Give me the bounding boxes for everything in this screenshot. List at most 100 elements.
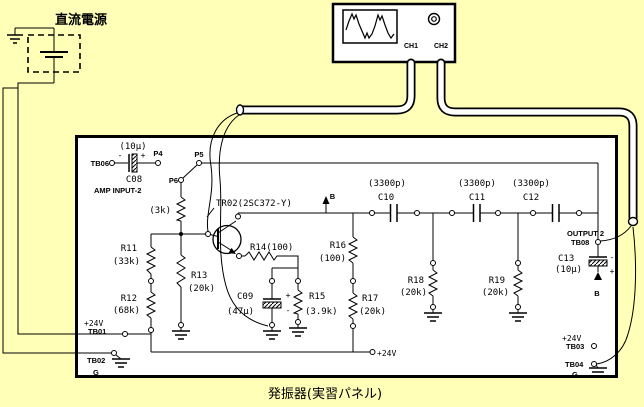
ch2-probe-tip[interactable] [627, 216, 639, 227]
knob-icon[interactable] [427, 12, 441, 26]
node-r12-bottom [148, 327, 154, 333]
ch2-probe-ground-lead [596, 226, 637, 365]
terminal-tb08[interactable] [595, 239, 601, 245]
c09-minus-sign: - [286, 306, 291, 315]
capacitor-c10: (3300p) C10 [368, 179, 406, 222]
earth-ground-icon [7, 28, 23, 44]
dc-power-supply: 直流電源 [7, 12, 107, 83]
terminal-c12-right[interactable] [576, 210, 582, 216]
ground-icon-c09 [263, 327, 281, 340]
battery-icon [40, 28, 68, 83]
c09-label: C09 [237, 292, 253, 302]
terminal-tb01-label: TB01 [88, 327, 106, 336]
supply-dashed-box [27, 34, 81, 73]
input-section: TB06 (10μ) - + C08 P4 AMP INPUT-2 P5 P6 … [91, 142, 599, 240]
c08-value-label: (10μ) [119, 142, 146, 152]
resistor-r12: R12 (68k) [113, 283, 157, 352]
node-r15-bottom [295, 319, 301, 325]
node-r11-r12 [148, 278, 154, 284]
c09-plus-sign: + [286, 291, 291, 300]
terminal-tb06[interactable] [109, 160, 115, 166]
terminal-p5[interactable] [196, 160, 202, 166]
ch1-probe-tip[interactable] [235, 104, 245, 116]
ground-icon-r18 [424, 309, 442, 322]
c12-value-label: (3300p) [512, 179, 550, 189]
c11-label: C11 [469, 193, 485, 203]
terminal-c10-left[interactable] [369, 210, 375, 216]
b-point-arrow: B [594, 272, 602, 298]
terminal-tb08-label: TB08 [571, 238, 589, 247]
node-r16-r17 [350, 278, 356, 284]
terminal-tb01[interactable] [122, 331, 128, 337]
r17-label: R17 [362, 294, 378, 304]
r12-label: R12 [121, 294, 137, 304]
terminal-tb06-label: TB06 [91, 159, 109, 168]
capacitor-c12: (3300p) C12 [512, 179, 560, 222]
collector-load: R16 (100) R17 (20k) [319, 213, 386, 352]
terminal-c10-right[interactable] [414, 210, 420, 216]
c10-value-label: (3300p) [368, 179, 406, 189]
terminal-c12-left[interactable] [530, 210, 536, 216]
terminal-tb04[interactable] [591, 361, 597, 367]
scope-cables [206, 58, 639, 365]
r16-label: R16 [330, 241, 346, 251]
r14-label: R14(100) [250, 243, 293, 253]
ch1-label: CH1 [404, 43, 418, 50]
emitter-arrow [228, 247, 236, 254]
resistor-r15: R15 (3.9k) [289, 283, 338, 337]
r11-label: R11 [121, 244, 137, 254]
ch1-probe-ground-lead [218, 114, 269, 327]
bias-network: R11 (33k) R12 (68k) R13 (20k) [84, 232, 396, 377]
node-r19-top [515, 260, 521, 266]
terminal-c11-right[interactable] [495, 210, 501, 216]
plus24v-left-label: +24V [84, 319, 103, 328]
r12-value-label: (68k) [113, 306, 140, 316]
test-point-b-arrow: B [322, 192, 336, 213]
collector-line: B (3300p) C10 (3300p) C11 (3300p) C12 [238, 179, 598, 222]
c13-minus-sign: - [610, 253, 615, 262]
ground-icon-r19 [509, 309, 527, 322]
ch2-cable[interactable] [436, 58, 639, 227]
terminal-tb04-label: TB04 [565, 360, 584, 369]
terminal-c11-left[interactable] [449, 210, 455, 216]
plus24v-rail-label: +24V [377, 349, 396, 358]
r19-value-label: (20k) [482, 288, 509, 298]
g-left-label: G [93, 368, 99, 377]
terminal-tb02[interactable] [111, 350, 117, 356]
capacitor-c11: (3300p) C11 [458, 179, 496, 222]
ch1-probe-signal-lead [206, 112, 238, 232]
r13-value-label: (20k) [188, 284, 215, 294]
c13-plus-sign: + [610, 267, 615, 276]
g-right-label: G [572, 370, 578, 379]
terminal-p6[interactable] [178, 177, 184, 183]
r-3k-value-label: (3k) [149, 206, 171, 216]
test-point-b-label: B [330, 192, 336, 201]
r15-value-label: (3.9k) [305, 307, 338, 317]
terminal-24v-rail[interactable] [369, 349, 376, 355]
dc-supply-title: 直流電源 [55, 12, 107, 28]
node-r15-top [295, 278, 301, 284]
panel-title: 発振器(実習パネル) [268, 386, 382, 402]
c10-label: C10 [378, 193, 394, 203]
tr02-label: TR02(2SC372-Y) [216, 199, 292, 209]
r18-label: R18 [408, 276, 424, 286]
node-collector [235, 213, 241, 220]
resistor-r13: R13 (20k) [172, 234, 215, 340]
ch1-cable[interactable] [235, 58, 416, 116]
r11-value-label: (33k) [113, 257, 140, 267]
terminal-tb03[interactable] [591, 343, 597, 349]
ground-icon-r15 [289, 324, 307, 337]
terminals [109, 160, 601, 367]
b-point-label: B [594, 289, 600, 298]
c13-label: C13 [558, 254, 574, 264]
c12-label: C12 [523, 193, 539, 203]
resistor-r11: R11 (33k) [113, 234, 157, 279]
ground-icon-r13 [172, 327, 190, 340]
node-r13-bottom [178, 322, 184, 328]
terminal-tb02-label: TB02 [87, 356, 105, 365]
node-emitter [236, 253, 242, 259]
node-base [205, 231, 211, 237]
terminal-p4[interactable] [155, 160, 161, 166]
node-r17-bottom [350, 323, 356, 329]
